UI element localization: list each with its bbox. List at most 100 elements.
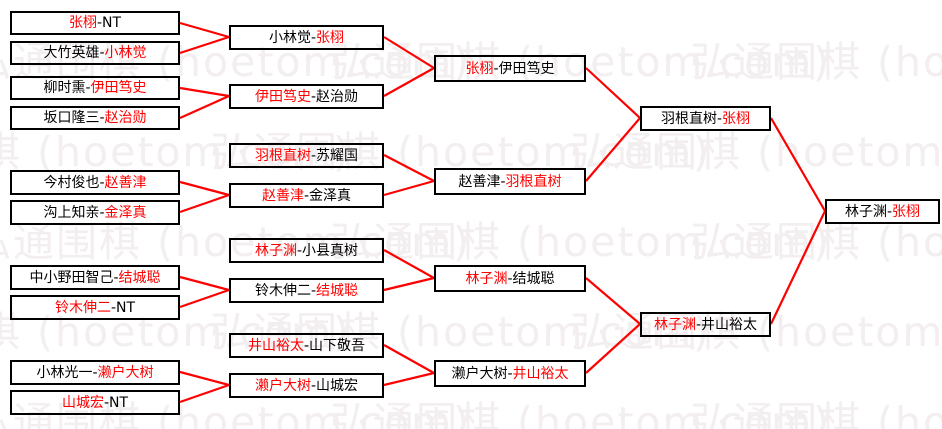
match-box[interactable]: 山城宏-NT [10, 390, 180, 415]
match-box[interactable]: 羽根直树-张栩 [640, 106, 771, 131]
match-box[interactable]: 张栩-伊田笃史 [434, 55, 586, 82]
player-right: 伊田笃史 [90, 80, 147, 96]
player-right: 结城聪 [118, 269, 161, 286]
connector-line [179, 288, 230, 309]
connector-line [383, 344, 435, 374]
player-left: 井山裕太 [247, 337, 304, 354]
name-separator: - [303, 337, 310, 354]
match-box[interactable]: 大竹英雄-小林觉 [10, 41, 180, 65]
name-separator: - [85, 80, 91, 96]
player-left: 大竹英雄 [43, 45, 100, 61]
player-right: 赵治勋 [316, 88, 359, 105]
connector-line [770, 210, 826, 325]
player-right: 井山裕太 [512, 365, 569, 382]
name-separator: - [507, 270, 513, 287]
watermark-text: 弘通围棋 (hoetom.com) [690, 38, 942, 86]
name-separator: - [99, 110, 105, 126]
connector-line [179, 94, 230, 120]
connector-line [383, 179, 435, 197]
player-left: 林子渊 [254, 242, 297, 259]
name-separator: - [310, 377, 317, 394]
connector-line [585, 117, 641, 182]
player-left: 坂口隆三 [43, 110, 100, 126]
player-left: 张栩 [465, 60, 494, 77]
match-box[interactable]: 中小野田智己-结城聪 [10, 265, 180, 290]
player-left: 小林觉 [268, 29, 311, 46]
connector-line [179, 21, 230, 39]
player-left: 今村俊也 [43, 174, 100, 191]
match-box[interactable]: 坂口隆三-赵治勋 [10, 106, 180, 130]
player-left: 赵善津 [458, 173, 501, 190]
match-box[interactable]: 小林光一-濑户大树 [10, 360, 180, 385]
match-box[interactable]: 濑户大树-井山裕太 [434, 360, 586, 387]
player-right: 赵善津 [104, 174, 147, 191]
match-box[interactable]: 伊田笃史-赵治勋 [229, 84, 384, 109]
name-separator: - [310, 282, 317, 299]
name-separator: - [310, 88, 317, 105]
player-right: 伊田笃史 [498, 60, 555, 77]
name-separator: - [99, 174, 105, 191]
match-box[interactable]: 张栩-NT [10, 11, 180, 35]
player-right: 结城聪 [316, 282, 359, 299]
match-box[interactable]: 林子渊-小县真树 [229, 238, 384, 263]
connector-line [585, 277, 641, 325]
match-box[interactable]: 濑户大树-山城宏 [229, 373, 384, 398]
name-separator: - [886, 203, 893, 220]
connector-line [179, 275, 230, 292]
connector-line [383, 249, 435, 279]
player-left: 羽根直树 [254, 147, 311, 164]
match-box[interactable]: 小林觉-张栩 [229, 25, 384, 50]
player-right: 濑户大树 [97, 364, 154, 381]
name-separator: - [310, 147, 317, 164]
player-right: NT [116, 299, 136, 316]
match-box[interactable]: 井山裕太-山下敬吾 [229, 333, 384, 358]
name-separator: - [296, 242, 303, 259]
player-right: 金泽真 [104, 204, 147, 221]
watermark-text: 弘通围棋 (hoetom.com) [690, 398, 942, 429]
name-separator: - [99, 45, 105, 61]
player-right: 张栩 [722, 110, 751, 127]
player-right: 小林觉 [104, 45, 147, 61]
name-separator: - [310, 29, 317, 46]
match-box[interactable]: 赵善津-金泽真 [229, 183, 384, 208]
player-left: 赵善津 [261, 187, 304, 204]
match-box[interactable]: 林子渊-结城聪 [434, 265, 586, 292]
player-left: 小林光一 [36, 364, 93, 381]
match-box[interactable]: 林子渊-井山裕太 [640, 312, 771, 337]
match-box[interactable]: 赵善津-羽根直树 [434, 168, 586, 195]
match-box[interactable]: 沟上知亲-金泽真 [10, 200, 180, 225]
player-left: 濑户大树 [451, 365, 508, 382]
match-box[interactable]: 柳时熏-伊田笃史 [10, 76, 180, 100]
connector-line [383, 67, 435, 97]
match-box[interactable]: 羽根直树-苏耀国 [229, 143, 384, 168]
connector-line [179, 180, 230, 197]
connector-line [383, 36, 435, 69]
player-right: 结城聪 [512, 270, 555, 287]
name-separator: - [99, 204, 105, 221]
player-right: 金泽真 [309, 187, 352, 204]
match-box[interactable]: 铃木伸二-结城聪 [229, 278, 384, 303]
player-left: 林子渊 [844, 203, 887, 220]
player-right: 羽根直树 [505, 173, 562, 190]
connector-line [585, 67, 641, 119]
player-left: 濑户大树 [254, 377, 311, 394]
name-separator: - [493, 60, 499, 77]
name-separator: - [92, 364, 98, 381]
connector-line [383, 154, 435, 182]
match-box[interactable]: 今村俊也-赵善津 [10, 170, 180, 195]
name-separator: - [96, 15, 103, 31]
player-right: 山下敬吾 [309, 337, 366, 354]
match-box[interactable]: 铃木伸二-NT [10, 295, 180, 320]
player-right: 张栩 [316, 29, 345, 46]
player-right: 小县真树 [302, 242, 359, 259]
player-left: 羽根直树 [660, 110, 717, 127]
name-separator: - [113, 269, 119, 286]
match-box[interactable]: 林子渊-张栩 [825, 199, 940, 224]
connector-line [179, 35, 230, 55]
player-left: 铃木伸二 [54, 299, 111, 316]
player-right: NT [109, 394, 129, 411]
connector-line [770, 117, 826, 212]
player-right: 张栩 [892, 203, 921, 220]
player-left: 林子渊 [653, 316, 696, 333]
